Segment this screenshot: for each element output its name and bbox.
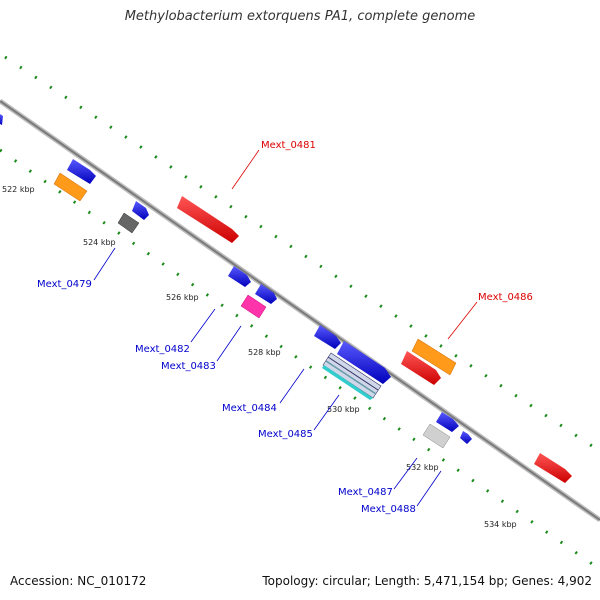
leader-mext-0481 — [231, 149, 260, 190]
gene-label-mext-0488[interactable]: Mext_0488 — [361, 504, 416, 515]
kbp-label-534: 534 kbp — [484, 520, 517, 529]
gene-stripe-1 — [327, 356, 379, 391]
kbp-label-524: 524 kbp — [83, 238, 116, 247]
outer-tick-ring — [4, 55, 599, 452]
leader-mext-0482 — [190, 308, 216, 343]
gene-arrow-blue-c[interactable] — [255, 284, 277, 304]
gene-stripe-2 — [325, 360, 377, 395]
gene-arrow-blue-d[interactable] — [436, 412, 459, 432]
leader-mext-0486 — [447, 301, 478, 340]
leader-mext-0487 — [393, 457, 418, 490]
kbp-label-526: 526 kbp — [166, 293, 199, 302]
gene-arrow-blue-a[interactable] — [67, 159, 96, 184]
kbp-label-528: 528 kbp — [248, 348, 281, 357]
gene-label-mext-0481[interactable]: Mext_0481 — [261, 140, 316, 151]
leader-mext-0479 — [93, 247, 116, 281]
gene-arrow-mext-0487-neighbor[interactable] — [401, 351, 441, 385]
gene-arrow-mext-0482[interactable] — [228, 266, 251, 287]
genome-backbone-core — [0, 100, 600, 521]
gene-arrow-mext-0481[interactable] — [177, 196, 239, 243]
kbp-label-522: 522 kbp — [2, 185, 35, 194]
gene-label-mext-0482[interactable]: Mext_0482 — [135, 344, 190, 355]
map-title: Methylobacterium extorquens PA1, complet… — [124, 9, 476, 24]
gene-label-mext-0487[interactable]: Mext_0487 — [338, 487, 393, 498]
inner-tick-ring — [0, 148, 599, 570]
gene-label-mext-0484[interactable]: Mext_0484 — [222, 403, 277, 414]
leader-mext-0485 — [313, 394, 340, 431]
gene-arrow-mext-0486[interactable] — [411, 338, 457, 376]
kbp-label-532: 532 kbp — [406, 463, 439, 472]
gene-arrow-mext-0485[interactable] — [337, 341, 391, 384]
gene-label-mext-0483[interactable]: Mext_0483 — [161, 361, 216, 372]
gene-stripe-cyan — [322, 365, 373, 400]
gene-arrow-blue-b[interactable] — [132, 201, 149, 220]
leader-mext-0484 — [279, 368, 305, 404]
gene-label-mext-0486[interactable]: Mext_0486 — [478, 292, 533, 303]
genome-summary-text: Topology: circular; Length: 5,471,154 bp… — [262, 574, 592, 588]
gene-arrow-mext-0479[interactable] — [117, 212, 140, 234]
gene-arrow-mext-0483[interactable] — [240, 294, 267, 319]
kbp-label-530: 530 kbp — [327, 405, 360, 414]
gene-label-mext-0485[interactable]: Mext_0485 — [258, 429, 313, 440]
gene-arrow-mext-0488[interactable] — [422, 423, 451, 449]
accession-text: Accession: NC_010172 — [10, 574, 147, 588]
gene-label-mext-0479[interactable]: Mext_0479 — [37, 279, 92, 290]
leader-mext-0488 — [416, 470, 442, 507]
gene-arrow-left-edge[interactable] — [0, 114, 3, 125]
gene-arrow-orange-a[interactable] — [53, 172, 88, 202]
gene-arrow-blue-e[interactable] — [460, 431, 472, 444]
leader-mext-0483 — [216, 325, 242, 362]
gene-arrow-right-edge[interactable] — [534, 453, 572, 483]
gene-arrow-mext-0484[interactable] — [314, 325, 341, 349]
